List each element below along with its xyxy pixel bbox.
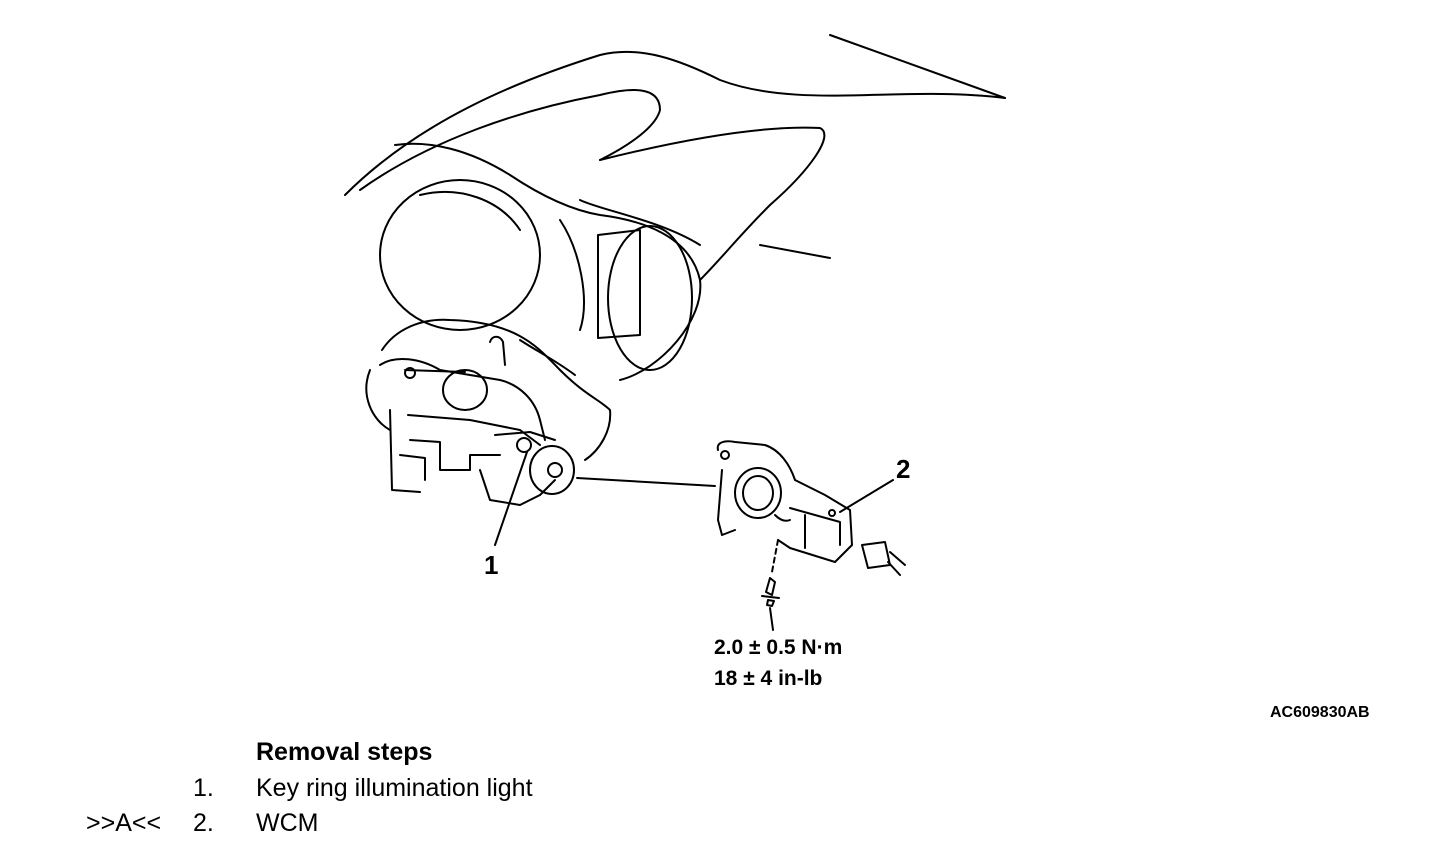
step-label: WCM [256, 809, 319, 837]
removal-steps-title: Removal steps [256, 738, 433, 766]
leader-line-1 [494, 451, 528, 546]
dashboard-outline [344, 34, 1006, 461]
step-label: Key ring illumination light [256, 774, 533, 802]
step-reference: >>A<< [86, 809, 162, 837]
torque-spec-metric: 2.0 ± 0.5 N·m [714, 636, 842, 659]
wcm-connector [861, 541, 906, 576]
leader-line-bolt [769, 539, 779, 631]
mounting-screw [761, 577, 780, 607]
removal-step-2: >>A<< 2. WCM [0, 809, 700, 841]
step-number: 1. [193, 774, 214, 802]
wcm-module [716, 440, 853, 563]
callout-number-2: 2 [896, 454, 910, 484]
callout-number-1: 1 [484, 550, 498, 580]
gauge-right [597, 225, 693, 371]
ignition-assembly [365, 335, 575, 506]
removal-step-1: 1. Key ring illumination light [0, 774, 700, 806]
figure-id: AC609830AB [1270, 704, 1370, 721]
leader-line-2 [839, 479, 894, 513]
gauge-left [379, 179, 541, 331]
leader-line-component [576, 477, 716, 487]
torque-spec-imperial: 18 ± 4 in-lb [714, 667, 822, 690]
step-number: 2. [193, 809, 214, 837]
